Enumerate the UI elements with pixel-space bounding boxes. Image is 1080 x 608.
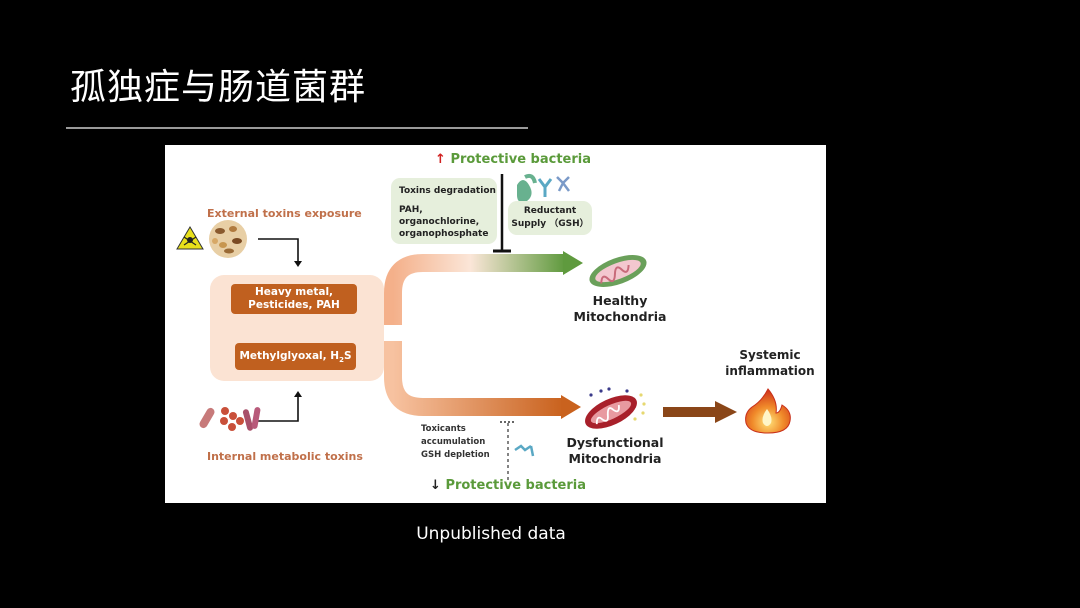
inflammation-line2: inflammation: [725, 364, 815, 378]
weakened-inhibition-line: [500, 421, 516, 480]
depletion-line3: GSH depletion: [421, 450, 490, 460]
protective-bacteria-decrease-label: ↓ Protective bacteria: [430, 478, 586, 493]
gut-bacteria-icon: [199, 407, 261, 431]
toxin-box-environmental-line1: Heavy metal,: [254, 286, 334, 298]
healthy-mitochondria-icon: [589, 255, 647, 287]
dysfunctional-mitochondria-icon: [585, 387, 646, 429]
toxin-box-environmental: Heavy metal, Pesticides, PAH: [231, 284, 357, 314]
dysfunctional-line1: Dysfunctional: [566, 435, 664, 450]
toxin-box-environmental-line2: Pesticides, PAH: [248, 299, 340, 311]
toxicants-depletion-note: Toxicants accumulation GSH depletion: [421, 423, 490, 462]
toxin-box-metabolic: Methylglyoxal, H2S: [235, 343, 356, 370]
pathway-arrow-dysfunctional: [384, 341, 581, 419]
toxin-box-metabolic-tail: S: [343, 350, 352, 362]
healthy-line2: Mitochondria: [573, 309, 667, 324]
slide-title: 孤独症与肠道菌群: [70, 67, 367, 108]
degradation-item-pah: PAH,: [399, 205, 423, 215]
decrease-arrow-icon: ↓: [430, 478, 441, 493]
inflammation-arrow: [663, 401, 737, 423]
protective-bacteria-down-text: Protective bacteria: [445, 478, 586, 493]
hazard-warning-icon: [176, 226, 204, 250]
toxins-degradation-box: Toxins degradation PAH, organochlorine, …: [391, 178, 497, 244]
depletion-line2: accumulation: [421, 437, 486, 447]
toxins-degradation-heading: Toxins degradation: [399, 186, 496, 196]
dysfunctional-mitochondria-label: Dysfunctional Mitochondria: [560, 435, 670, 467]
healthy-line1: Healthy: [592, 293, 648, 308]
external-toxins-label: External toxins exposure: [207, 207, 362, 220]
degradation-item-organochlorine: organochlorine,: [399, 217, 480, 227]
internal-connector-arrow: [258, 391, 302, 422]
protective-bacteria-icon: [517, 173, 570, 203]
degradation-item-organophosphate: organophosphate: [399, 229, 489, 239]
toxins-degradation-list: PAH, organochlorine, organophosphate: [399, 204, 488, 240]
protective-bacteria-small-icon: [514, 444, 535, 457]
autism-gut-microbiota-diagram: External toxins exposure Heavy metal, Pe…: [165, 145, 826, 503]
contaminated-food-icon: [209, 220, 247, 258]
inflammation-flame-icon: [745, 388, 791, 434]
toxin-box-metabolic-text: Methylglyoxal, H: [239, 350, 340, 362]
reductant-supply-box: Reductant Supply （GSH）: [508, 201, 592, 235]
external-connector-arrow: [258, 238, 302, 267]
depletion-line1: Toxicants: [421, 424, 466, 434]
slide-caption: Unpublished data: [416, 524, 566, 544]
title-divider: [66, 127, 528, 129]
protective-bacteria-up-text: Protective bacteria: [450, 152, 591, 167]
diagram-graphics: [176, 173, 791, 480]
increase-arrow-icon: ↑: [435, 152, 446, 167]
inhibition-bar: [493, 174, 511, 253]
dysfunctional-line2: Mitochondria: [568, 451, 662, 466]
reductant-line1: Reductant: [523, 206, 577, 216]
systemic-inflammation-label: Systemic inflammation: [715, 347, 825, 379]
internal-toxins-label: Internal metabolic toxins: [207, 450, 363, 463]
inflammation-line1: Systemic: [739, 348, 801, 362]
pathway-arrow-healthy: [384, 251, 583, 325]
reductant-line2: Supply （GSH）: [511, 219, 589, 229]
toxin-box-metabolic-subscript: 2: [339, 356, 344, 365]
protective-bacteria-increase-label: ↑ Protective bacteria: [435, 152, 591, 167]
healthy-mitochondria-label: Healthy Mitochondria: [565, 293, 675, 325]
